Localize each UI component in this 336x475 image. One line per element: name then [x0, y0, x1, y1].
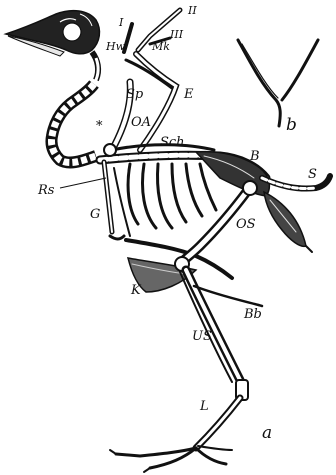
label-III: III — [169, 28, 184, 41]
label-E: E — [183, 87, 194, 102]
label-OA: OA — [131, 115, 151, 130]
label-OS: OS — [236, 217, 256, 232]
leader-line-rs — [60, 178, 106, 188]
label-S: S — [308, 167, 317, 182]
label-Hw: Hw — [105, 40, 126, 53]
label-I: I — [118, 16, 124, 29]
label-Sp: Sp — [126, 87, 144, 102]
label-II: II — [187, 4, 197, 17]
label-Rs: Rs — [37, 183, 55, 198]
trunk-drawing — [100, 144, 330, 292]
label-Sch: Sch — [160, 135, 185, 150]
label-L: L — [199, 399, 209, 414]
label-b: b — [286, 115, 297, 135]
label-Bb: Bb — [243, 307, 262, 322]
label-B: B — [249, 149, 260, 164]
label-K: K — [130, 283, 142, 298]
label-star: * — [96, 119, 103, 134]
label-G: G — [90, 207, 100, 222]
skull-drawing — [6, 11, 99, 56]
neck-vertebrae-drawing — [51, 52, 98, 163]
label-Mk: Mk — [151, 40, 170, 53]
labels: I II III Hw Mk Sp E OA * Sch B S Rs G OS… — [37, 4, 317, 443]
furcula-drawing — [238, 40, 318, 126]
label-US: US — [192, 329, 212, 344]
label-a: a — [262, 423, 272, 443]
